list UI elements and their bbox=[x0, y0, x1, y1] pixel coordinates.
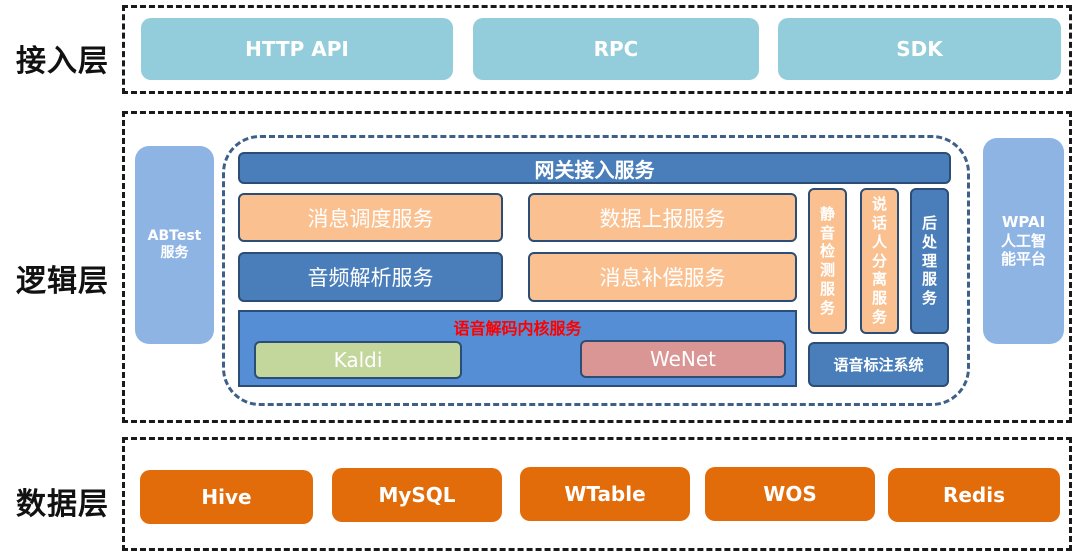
kaldi-box: Kaldi bbox=[254, 341, 462, 379]
data-layer-frame bbox=[122, 437, 1072, 551]
message-dispatch-box: 消息调度服务 bbox=[238, 193, 503, 242]
access-layer-label: 接入层 bbox=[16, 44, 109, 79]
data-layer-label: 数据层 bbox=[16, 487, 109, 522]
wos-box: WOS bbox=[705, 467, 875, 521]
mysql-box: MySQL bbox=[332, 468, 502, 522]
decoding-core-title: 语音解码内核服务 bbox=[453, 319, 582, 338]
data-report-box: 数据上报服务 bbox=[528, 193, 797, 242]
services-inner-frame bbox=[222, 135, 970, 406]
speech-annotation-box: 语音标注系统 bbox=[808, 342, 949, 387]
wenet-box: WeNet bbox=[580, 340, 786, 378]
gateway-service-box: 网关接入服务 bbox=[238, 152, 951, 184]
speaker-diarization-box: 说 话 人 分 离 服 务 bbox=[860, 188, 899, 334]
sdk-box: SDK bbox=[778, 18, 1061, 80]
wpai-platform-box: WPAI 人工智 能平台 bbox=[983, 138, 1064, 344]
post-processing-box: 后 处 理 服 务 bbox=[910, 188, 949, 334]
logic-layer-label: 逻辑层 bbox=[16, 264, 109, 299]
logic-layer-frame bbox=[122, 111, 1072, 423]
hive-box: Hive bbox=[140, 470, 313, 524]
abtest-service-box: ABTest 服务 bbox=[135, 146, 214, 344]
audio-parse-box: 音频解析服务 bbox=[238, 252, 503, 302]
message-compensate-box: 消息补偿服务 bbox=[528, 252, 797, 302]
rpc-box: RPC bbox=[473, 18, 759, 80]
redis-box: Redis bbox=[888, 468, 1060, 522]
access-layer-frame bbox=[122, 5, 1072, 94]
silence-detection-box: 静 音 检 测 服 务 bbox=[808, 188, 847, 334]
http-api-box: HTTP API bbox=[141, 18, 453, 80]
wtable-box: WTable bbox=[520, 467, 690, 521]
